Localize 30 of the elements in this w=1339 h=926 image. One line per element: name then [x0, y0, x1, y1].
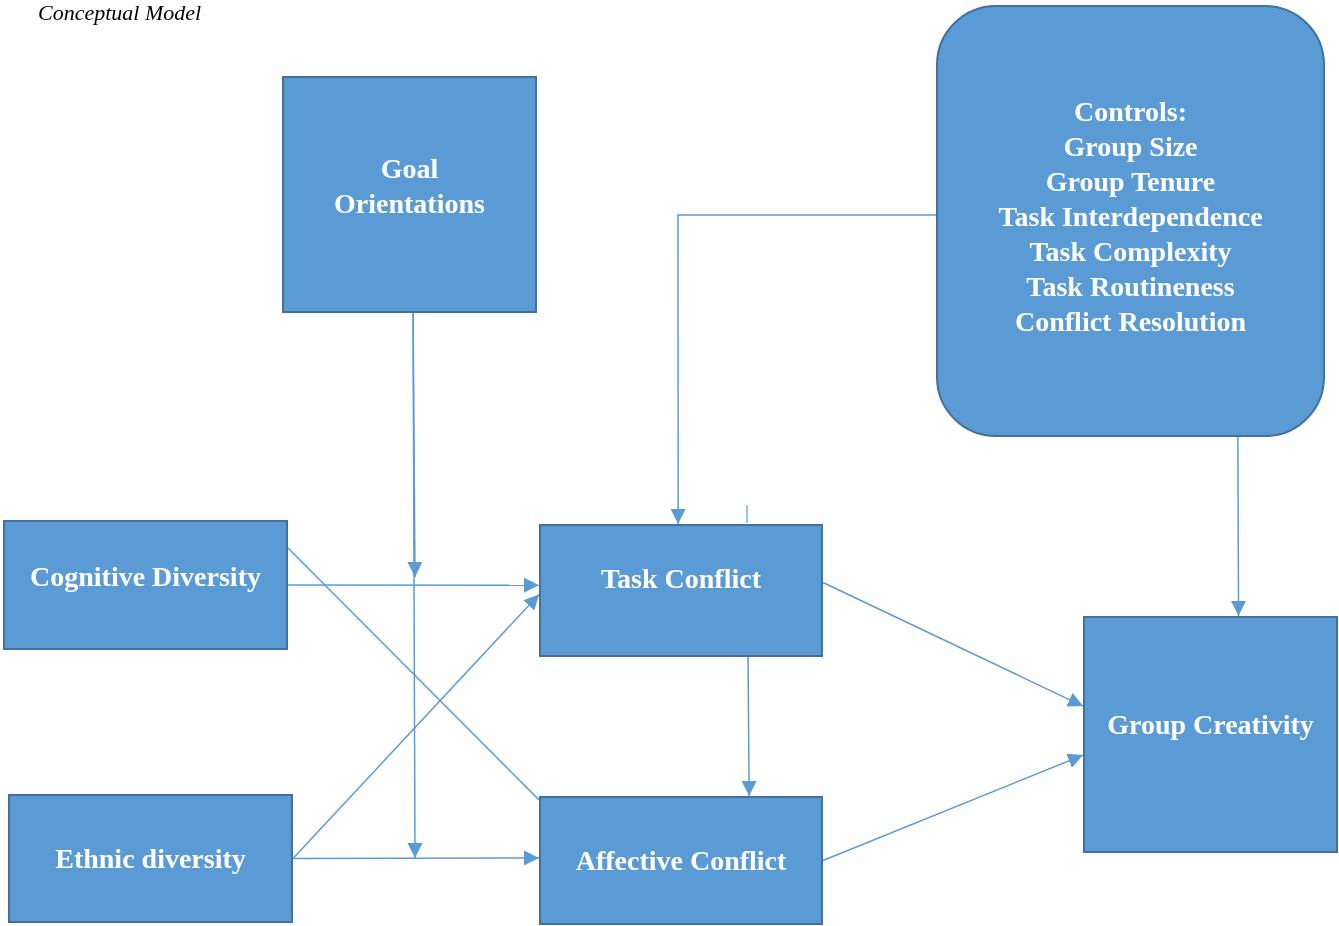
arrow: [741, 656, 757, 797]
process-box: [1083, 616, 1338, 853]
arrow: [292, 850, 540, 866]
process-box: [282, 76, 537, 313]
arrow: [292, 593, 540, 860]
box-label: Task Routineness: [1026, 269, 1235, 304]
diagram-title: Conceptual Model: [38, 0, 202, 26]
process-box: [8, 794, 293, 923]
arrow: [1231, 436, 1246, 617]
box-label: Cognitive Diversity: [30, 559, 261, 594]
box-label: Task Complexity: [1029, 234, 1232, 269]
box-label: Group Tenure: [1045, 164, 1216, 199]
arrow: [407, 312, 423, 859]
box-label: Ethnic diversity: [55, 842, 246, 876]
arrow: [287, 577, 540, 593]
box-heading: Controls:: [1073, 94, 1187, 129]
process-box: [539, 796, 823, 925]
box-label: Affective Conflict: [575, 844, 787, 878]
box-label: Goal Orientations: [333, 151, 486, 221]
box-label: Group Creativity: [1107, 708, 1314, 742]
arrow: [822, 753, 1084, 862]
arrow: [670, 214, 937, 525]
process-box: [3, 520, 288, 650]
box-label: Task Conflict: [601, 561, 761, 596]
rounded-box: [936, 5, 1325, 437]
arrow: [822, 581, 1084, 707]
box-label: Conflict Resolution: [1015, 304, 1246, 339]
box-label: Task Interdependence: [998, 199, 1263, 234]
box-label: Group Size: [1063, 129, 1198, 164]
process-box: [539, 524, 823, 657]
